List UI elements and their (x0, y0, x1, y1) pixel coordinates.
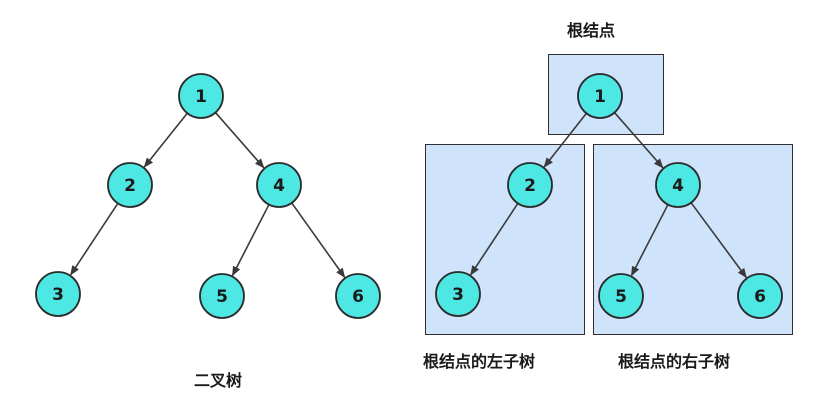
subtree-tree-node-5: 5 (598, 273, 644, 319)
binary-tree-edge-n1-n2 (143, 112, 188, 168)
subtree-tree-node-2: 2 (507, 162, 553, 208)
subtree-tree-edge-r4-r6 (690, 202, 747, 279)
subtree-tree-node-4: 4 (655, 162, 701, 208)
subtree-tree-node-label: 3 (452, 285, 464, 305)
binary-tree-caption: 二叉树 (194, 371, 243, 390)
subtree-tree-node-circle (577, 73, 623, 119)
subtree-tree-node-3: 3 (435, 271, 481, 317)
root-node-label: 根结点 (567, 21, 616, 40)
subtree-tree-node-label: 2 (524, 176, 536, 196)
right-subtree-label: 根结点的右子树 (618, 352, 731, 371)
subtree-tree-edge-r1-r2 (543, 112, 588, 168)
binary-tree-node-6: 6 (335, 273, 381, 319)
binary-tree-node-circle (335, 273, 381, 319)
subtree-tree-node-circle (737, 273, 783, 319)
binary-tree-node-circle (199, 273, 245, 319)
subtree-tree-edge-r4-r5 (630, 204, 669, 277)
binary-tree-node-circle (107, 162, 153, 208)
binary-tree-node-2: 2 (107, 162, 153, 208)
subtree-tree-edge-r2-r3 (470, 202, 519, 276)
binary-tree-node-circle (256, 162, 302, 208)
binary-tree-node-3: 3 (35, 271, 81, 317)
binary-tree-node-5: 5 (199, 273, 245, 319)
binary-tree-node-label: 3 (52, 285, 64, 305)
binary-tree-node-1: 1 (178, 73, 224, 119)
subtree-tree-node-circle (655, 162, 701, 208)
subtree-tree-node-circle (435, 271, 481, 317)
binary-tree-node-label: 1 (195, 87, 207, 107)
subtree-tree-node-label: 1 (594, 87, 606, 107)
subtree-tree-edge-r1-r4 (613, 112, 664, 169)
binary-tree-edge-n2-n3 (70, 202, 119, 276)
binary-tree-node-circle (178, 73, 224, 119)
binary-tree-node-label: 4 (273, 176, 285, 196)
left-subtree-label: 根结点的左子树 (423, 352, 536, 371)
binary-tree-node-label: 2 (124, 176, 136, 196)
subtree-tree-node-label: 4 (672, 176, 684, 196)
subtree-tree-node-1: 1 (577, 73, 623, 119)
binary-tree-edge-n4-n5 (231, 204, 270, 277)
subtree-tree-node-circle (507, 162, 553, 208)
subtree-tree-node-circle (598, 273, 644, 319)
subtree-tree-node-6: 6 (737, 273, 783, 319)
binary-tree-node-label: 6 (352, 287, 364, 307)
binary-tree-edge-n4-n6 (291, 202, 346, 279)
binary-tree-edge-n1-n4 (214, 112, 265, 169)
binary-tree-node-label: 5 (216, 287, 228, 307)
binary-tree-node-4: 4 (256, 162, 302, 208)
subtree-tree-node-label: 5 (615, 287, 627, 307)
binary-tree-node-circle (35, 271, 81, 317)
subtree-tree-node-label: 6 (754, 287, 766, 307)
